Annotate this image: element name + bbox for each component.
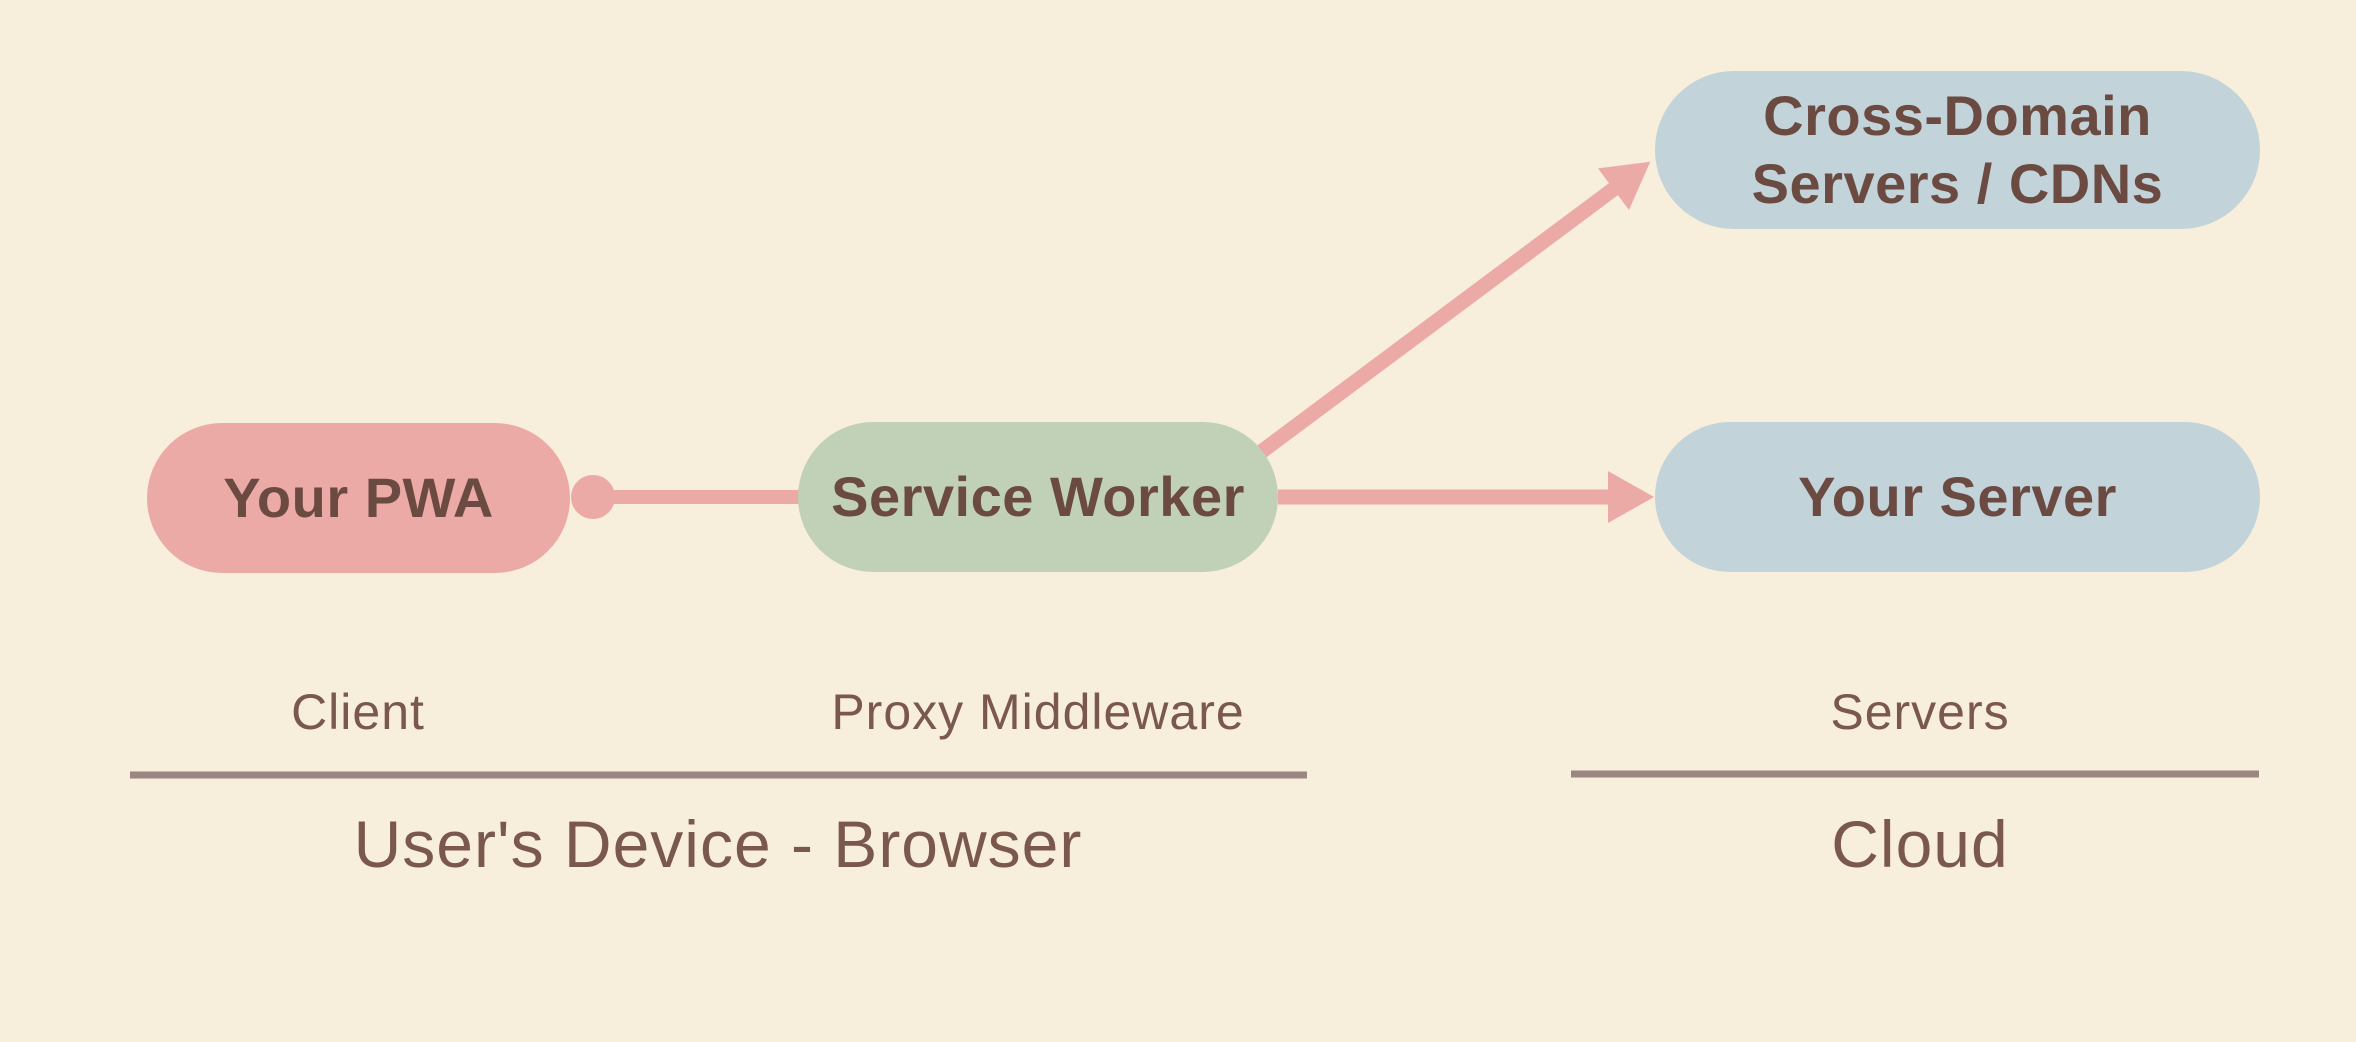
node-your-pwa-label: Your PWA: [223, 466, 494, 529]
label-servers: Servers: [1830, 684, 2010, 740]
node-your-server-label: Your Server: [1798, 465, 2117, 528]
node-cross-domain-servers: Cross-Domain Servers / CDNs: [1655, 71, 2260, 229]
node-cross-domain-label-line1: Cross-Domain: [1763, 84, 2152, 147]
caption-cloud: Cloud: [1831, 807, 2009, 881]
caption-users-device-browser: User's Device - Browser: [353, 807, 1083, 881]
node-cross-domain-label-line2: Servers / CDNs: [1751, 152, 2164, 215]
arrow-service-worker-to-cross-domain: [1252, 161, 1651, 462]
label-client: Client: [291, 684, 425, 740]
node-service-worker-label: Service Worker: [831, 465, 1245, 528]
label-proxy-middleware: Proxy Middleware: [831, 684, 1245, 740]
node-service-worker: Service Worker: [798, 422, 1278, 572]
node-your-server: Your Server: [1655, 422, 2260, 572]
node-your-pwa: Your PWA: [147, 423, 570, 573]
